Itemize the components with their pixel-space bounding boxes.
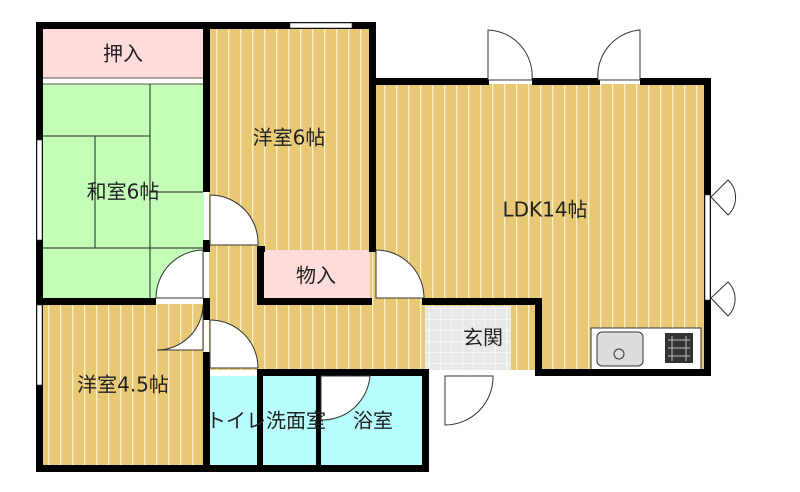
door-washitsu[interactable] bbox=[155, 249, 204, 299]
window-ldk[interactable] bbox=[704, 194, 711, 301]
fusuma[interactable] bbox=[41, 77, 205, 85]
door-yoshitsu6[interactable] bbox=[209, 194, 259, 246]
window-yoshitsu6[interactable] bbox=[289, 22, 353, 29]
door-bath[interactable] bbox=[320, 375, 371, 421]
label-genkan: 玄関 bbox=[463, 326, 503, 350]
oshiire-closet bbox=[42, 28, 204, 78]
label-ldk: LDK14帖 bbox=[502, 198, 587, 222]
yoshitsu45-room bbox=[42, 304, 204, 466]
label-monoire: 物入 bbox=[296, 264, 336, 288]
window-yoshitsu45[interactable] bbox=[36, 304, 43, 386]
label-yoshitsu6: 洋室6帖 bbox=[253, 126, 326, 150]
door-yoshitsu45[interactable] bbox=[156, 304, 204, 351]
door-ldk-top-left[interactable] bbox=[487, 29, 533, 81]
kitchen-counter bbox=[590, 327, 702, 371]
door-toilet[interactable] bbox=[209, 319, 259, 369]
monoire-closet bbox=[264, 250, 370, 300]
window-sash-top[interactable] bbox=[710, 179, 737, 216]
window-washitsu[interactable] bbox=[36, 139, 43, 241]
window-sash-bottom[interactable] bbox=[710, 281, 736, 317]
door-ldk-top-right[interactable] bbox=[597, 29, 641, 81]
label-bath: 浴室 bbox=[353, 409, 393, 433]
label-yoshitsu45: 洋室4.5帖 bbox=[77, 373, 169, 397]
label-toilet-washroom: トイレ洗面室 bbox=[206, 409, 326, 433]
label-washitsu: 和室6帖 bbox=[87, 180, 160, 204]
genkan-step bbox=[511, 306, 537, 370]
genkan-floor bbox=[425, 306, 511, 370]
doors[interactable] bbox=[155, 29, 737, 426]
tatami-lines bbox=[42, 84, 203, 298]
walls bbox=[36, 22, 711, 472]
label-oshiire: 押入 bbox=[103, 42, 143, 66]
door-ldk[interactable] bbox=[375, 249, 425, 299]
door-entrance[interactable] bbox=[444, 375, 494, 426]
